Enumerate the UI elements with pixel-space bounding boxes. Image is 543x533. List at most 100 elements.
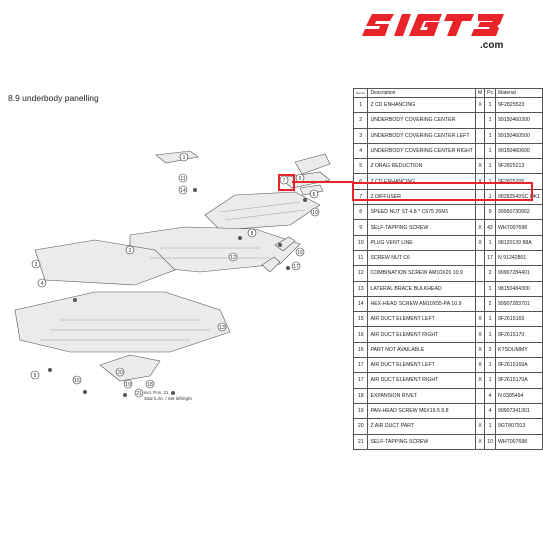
part-air-duct <box>99 354 161 382</box>
sigt3-logo[interactable] <box>362 10 518 44</box>
part-diffuser <box>204 191 321 231</box>
svg-text:20: 20 <box>117 370 123 376</box>
cell-pc: 1 <box>484 372 496 389</box>
cell-description: PART NOT AVAILABLE <box>367 341 476 359</box>
callout-21: 21 <box>134 388 144 398</box>
cell-pc: 1 <box>484 357 496 374</box>
cell-pc: 1 <box>484 234 496 251</box>
cell-description: UNDERBODY COVERING CENTER RIGHT <box>367 142 476 160</box>
callout-3: 3 <box>31 259 41 269</box>
cell-description: AIR DUCT ELEMENT RIGHT <box>367 372 476 389</box>
cell-m: X <box>474 96 486 114</box>
cell-pc: 4 <box>484 387 496 404</box>
cell-pos: 14 <box>352 295 369 313</box>
cell-description: AIR DUCT ELEMENT RIGHT <box>367 326 476 343</box>
cell-description: AIR DUCT ELEMENT LEFT <box>367 357 476 374</box>
cell-pc: 1 <box>484 418 496 435</box>
cell-m: X <box>474 311 486 328</box>
cell-pos: 20 <box>352 418 369 435</box>
cell-pos: 2 <box>352 112 369 129</box>
cell-pos: 12 <box>352 265 369 282</box>
cell-material: 99150460300 <box>494 112 543 129</box>
cell-material: 9F2615170A <box>494 372 543 389</box>
cell-m: X <box>474 372 486 389</box>
highlight-connector <box>292 181 354 183</box>
cell-m <box>474 280 486 297</box>
svg-text:8: 8 <box>251 231 254 237</box>
cell-m: X <box>474 326 486 343</box>
cell-pos: 15 <box>352 311 369 328</box>
cell-description: LATERAL BRACE BULKHEAD <box>367 280 476 297</box>
col-m: M <box>474 88 486 98</box>
cell-m <box>474 402 486 420</box>
cell-material: 99907283701 <box>494 295 543 313</box>
cell-pc: 1 <box>484 326 496 343</box>
cell-pos: 4 <box>352 142 369 160</box>
cell-description: PAN-HEAD SCREW M6X19.5 8.8 <box>367 402 476 420</box>
cell-pc: 1 <box>484 142 496 160</box>
callout-12: 12 <box>228 252 238 262</box>
cell-description: COMBINATION SCREW AM10X20 10.9 <box>367 265 476 282</box>
cell-material: 9F2825523 <box>494 96 543 114</box>
logo-domain: .com <box>480 40 504 51</box>
callout-17: 17 <box>291 261 301 271</box>
callout-13: 13 <box>217 322 227 332</box>
svg-text:12: 12 <box>230 255 236 261</box>
cell-material: 98120139 88A <box>494 234 543 251</box>
cell-description: SCREW NUT C6 <box>367 249 476 267</box>
cell-description: HEX-HEAD SCREW AM10X55-PA 10.9 <box>367 295 476 313</box>
svg-text:14: 14 <box>180 188 186 194</box>
callout-9: 9 <box>30 370 40 380</box>
svg-text:10: 10 <box>312 210 318 216</box>
svg-text:9: 9 <box>34 373 37 379</box>
part-cd-enhancing <box>155 150 199 164</box>
svg-text:17: 17 <box>293 264 299 270</box>
cell-pc: 17 <box>484 249 496 267</box>
cell-pos: 19 <box>352 402 369 420</box>
svg-text:15: 15 <box>74 378 80 384</box>
callout-7: 7 <box>279 175 289 185</box>
svg-text:11: 11 <box>180 176 185 182</box>
cell-description: UNDERBODY COVERING CENTER <box>367 112 476 129</box>
cell-pc: 2 <box>484 341 496 359</box>
callout-8: 8 <box>247 228 257 238</box>
cell-material: 9F2615169 <box>494 311 543 328</box>
cell-pos: 17 <box>352 372 369 389</box>
callout-16: 16 <box>295 247 305 257</box>
cell-material: 99150460600 <box>494 142 543 160</box>
svg-text:21: 21 <box>136 391 142 397</box>
cell-pos: 16 <box>352 326 369 343</box>
cell-m: X <box>474 357 486 374</box>
cell-m: X <box>474 158 486 175</box>
cell-pc: 1 <box>484 112 496 129</box>
highlight-row-7 <box>352 182 533 201</box>
cell-material: 99907284401 <box>494 265 543 282</box>
table-header-row: Item No. Description M Pc Material <box>352 88 543 98</box>
callout-1: 1 <box>179 152 189 162</box>
callout-18: 18 <box>145 379 155 389</box>
cell-description: SPEED NUT ST 4.8 * C675 26M1 <box>367 204 476 221</box>
